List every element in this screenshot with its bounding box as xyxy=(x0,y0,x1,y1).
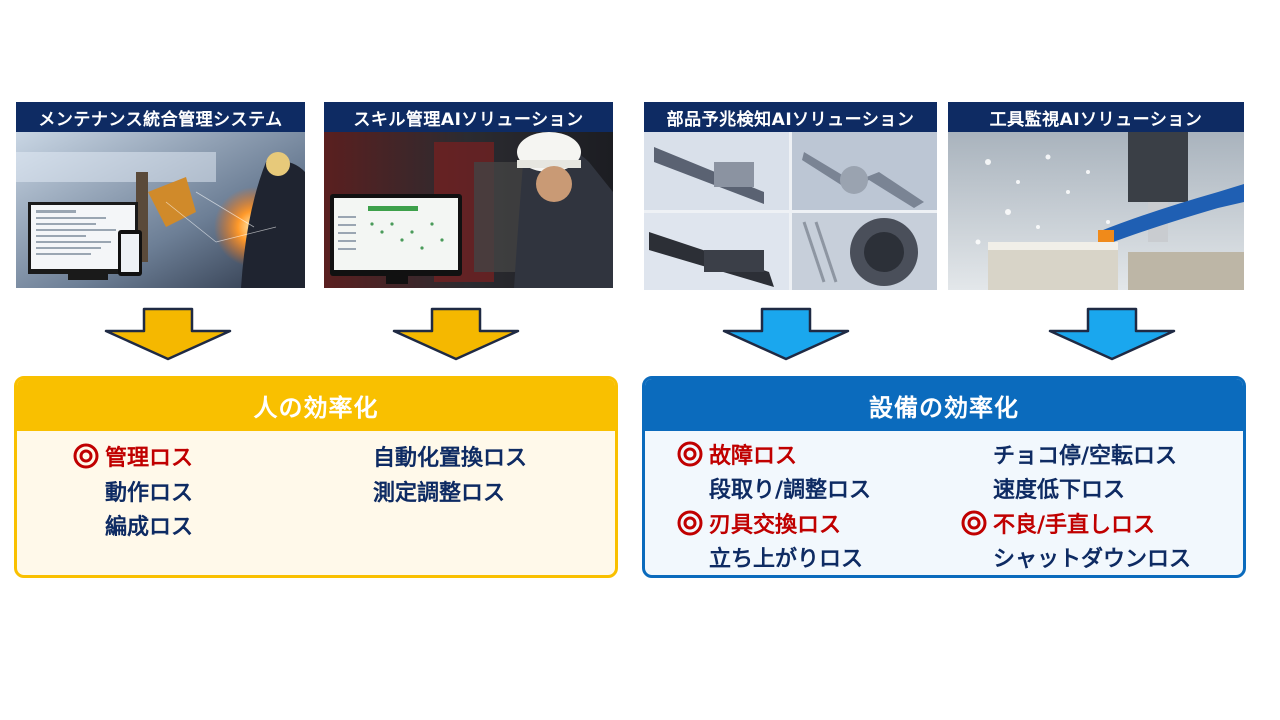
loss-item: 刃具交換ロス xyxy=(677,507,841,539)
arrow-down-icon xyxy=(722,307,850,361)
loss-label: 速度低下ロス xyxy=(993,478,1126,503)
arrow-down-icon xyxy=(104,307,232,361)
loss-label: 動作ロス xyxy=(105,481,194,506)
panel-body: 故障ロス 段取り/調整ロス 刃具交換ロス 立ち上がりロス チョコ停/空転ロス 速… xyxy=(645,431,1243,575)
target-icon xyxy=(677,441,703,467)
loss-item: 立ち上がりロス xyxy=(677,541,863,573)
target-icon xyxy=(677,510,703,536)
maintenance-system-photo xyxy=(16,132,305,288)
loss-label: 故障ロス xyxy=(709,444,798,469)
tool-monitoring-photo xyxy=(948,132,1244,290)
target-icon xyxy=(961,510,987,536)
loss-label: チョコ停/空転ロス xyxy=(993,444,1178,469)
loss-item: 速度低下ロス xyxy=(961,472,1125,504)
loss-label: 不良/手直しロス xyxy=(993,513,1156,538)
loss-item: 段取り/調整ロス xyxy=(677,472,871,504)
loss-label: 管理ロス xyxy=(105,446,194,471)
loss-item: シャットダウンロス xyxy=(961,541,1191,573)
skill-management-photo xyxy=(324,132,613,288)
loss-item: 測定調整ロス xyxy=(341,475,505,507)
loss-label: 自動化置換ロス xyxy=(373,446,528,471)
loss-item: 不良/手直しロス xyxy=(961,507,1155,539)
solution-card-tool: 工具監視AIソリューション xyxy=(948,102,1244,290)
card-title: スキル管理AIソリューション xyxy=(324,102,613,132)
loss-label: 編成ロス xyxy=(105,515,194,540)
parts-prediction-photo xyxy=(644,132,937,290)
loss-item: 管理ロス xyxy=(73,440,193,472)
arrow-down-icon xyxy=(1048,307,1176,361)
loss-label: 測定調整ロス xyxy=(373,481,506,506)
loss-label: シャットダウンロス xyxy=(993,547,1192,572)
loss-item: 故障ロス xyxy=(677,438,797,470)
panel-title: 設備の効率化 xyxy=(645,379,1243,431)
arrow-down-icon xyxy=(392,307,520,361)
target-icon xyxy=(73,443,99,469)
loss-label: 刃具交換ロス xyxy=(709,513,842,538)
loss-item: 動作ロス xyxy=(73,475,193,507)
people-efficiency-panel: 人の効率化 管理ロス 動作ロス 編成ロス 自動化置換ロス 測定調整ロス xyxy=(14,376,618,578)
equipment-efficiency-panel: 設備の効率化 故障ロス 段取り/調整ロス 刃具交換ロス 立ち上がりロス チョコ停… xyxy=(642,376,1246,578)
card-title: 部品予兆検知AIソリューション xyxy=(644,102,937,132)
panel-title: 人の効率化 xyxy=(17,379,615,431)
solution-card-parts: 部品予兆検知AIソリューション xyxy=(644,102,937,290)
card-title: メンテナンス統合管理システム xyxy=(16,102,305,132)
loss-item: 自動化置換ロス xyxy=(341,440,527,472)
loss-item: 編成ロス xyxy=(73,509,193,541)
loss-label: 段取り/調整ロス xyxy=(709,478,872,503)
card-title: 工具監視AIソリューション xyxy=(948,102,1244,132)
solution-card-maintenance: メンテナンス統合管理システム xyxy=(16,102,305,288)
loss-item: チョコ停/空転ロス xyxy=(961,438,1177,470)
solution-card-skill: スキル管理AIソリューション xyxy=(324,102,613,288)
panel-body: 管理ロス 動作ロス 編成ロス 自動化置換ロス 測定調整ロス xyxy=(17,431,615,575)
loss-label: 立ち上がりロス xyxy=(709,547,864,572)
